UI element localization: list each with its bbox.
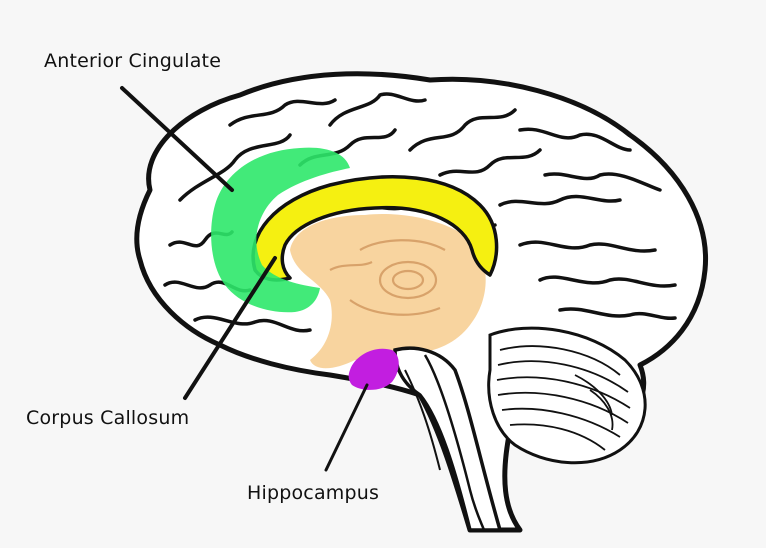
hippocampus-label: Hippocampus — [247, 482, 379, 504]
anterior-cingulate-label: Anterior Cingulate — [44, 50, 221, 72]
hippocampus-leader-line — [326, 385, 367, 470]
corpus-callosum-label: Corpus Callosum — [26, 407, 189, 429]
